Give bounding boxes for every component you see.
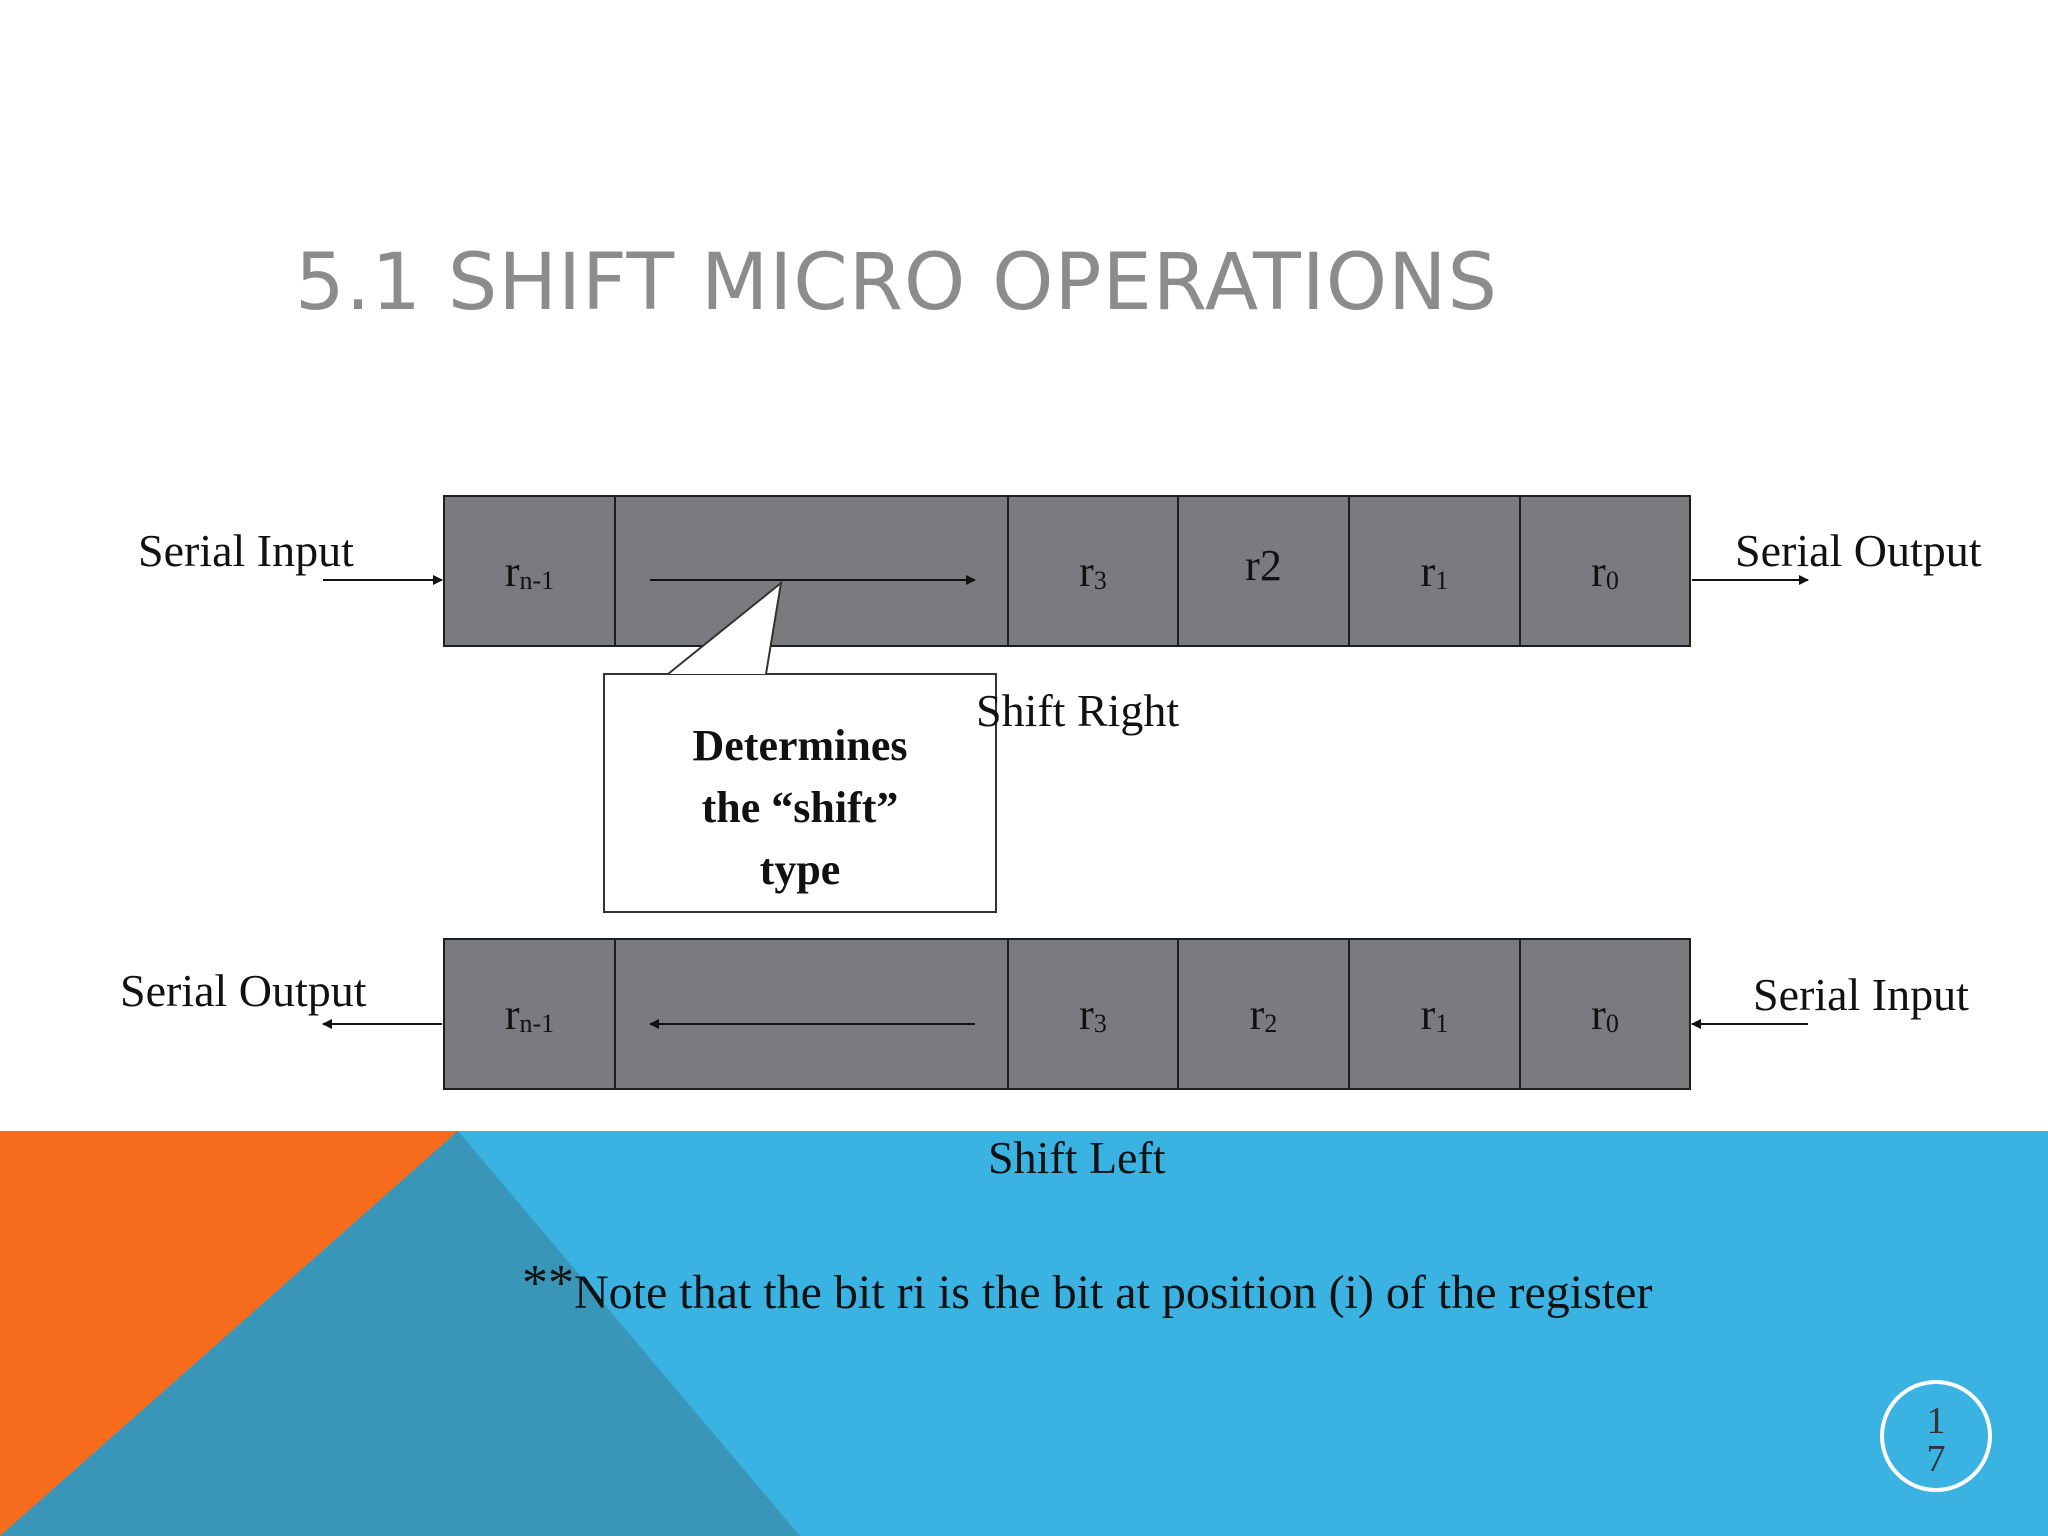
serial-output-label-top: Serial Output <box>1735 525 1982 576</box>
register-cell-middle <box>616 497 1009 645</box>
footnote-text: Note that the bit ri is the bit at posit… <box>574 1266 1653 1319</box>
cell-subscript: 3 <box>1093 566 1107 595</box>
callout-line: the “shift” <box>701 783 899 832</box>
footnote: **Note that the bit ri is the bit at pos… <box>522 1255 1653 1321</box>
dark-blue-triangle <box>0 1131 800 1536</box>
register-cell-middle <box>616 940 1009 1088</box>
slide-title: 5.1 SHIFT MICRO OPERATIONS <box>295 238 1499 328</box>
cell-label: r <box>1249 989 1265 1039</box>
page-number-digit: 1 <box>1926 1400 1946 1442</box>
cell-subscript: 3 <box>1093 1009 1107 1038</box>
shift-right-caption: Shift Right <box>976 685 1180 736</box>
cell-label: r <box>1079 989 1094 1039</box>
cell-label: r <box>1079 546 1094 596</box>
cell-label: r <box>504 989 520 1039</box>
cell-label: r <box>1420 546 1436 596</box>
cell-label: r <box>1591 989 1606 1039</box>
callout-line: type <box>759 845 841 894</box>
cell-subscript: n-1 <box>519 566 555 595</box>
serial-input-label-bottom: Serial Input <box>1753 969 1969 1020</box>
cell-subscript: n-1 <box>519 1009 555 1038</box>
cell-label: r <box>1591 546 1606 596</box>
page-number-digit: 7 <box>1926 1438 1946 1480</box>
cell-subscript: 2 <box>1264 1009 1278 1038</box>
page-number-badge: 1 7 <box>1880 1380 1992 1492</box>
footnote-prefix: ** <box>522 1255 574 1312</box>
callout-line: Determines <box>692 721 908 770</box>
register-cell: r2 <box>1179 497 1350 645</box>
cell-subscript: 0 <box>1605 1009 1619 1038</box>
shift-left-caption: Shift Left <box>988 1132 1166 1183</box>
cell-subscript: 1 <box>1435 566 1449 595</box>
cell-label: r <box>504 546 520 596</box>
serial-input-label-top: Serial Input <box>138 525 354 576</box>
callout-box: Determines the “shift” type <box>603 673 997 913</box>
decorative-triangles <box>0 1131 800 1536</box>
serial-output-label-bottom: Serial Output <box>120 965 367 1016</box>
cell-subscript: 0 <box>1605 566 1619 595</box>
cell-subscript: 1 <box>1435 1009 1449 1038</box>
cell-label: r <box>1420 989 1436 1039</box>
cell-label: r2 <box>1245 540 1282 590</box>
